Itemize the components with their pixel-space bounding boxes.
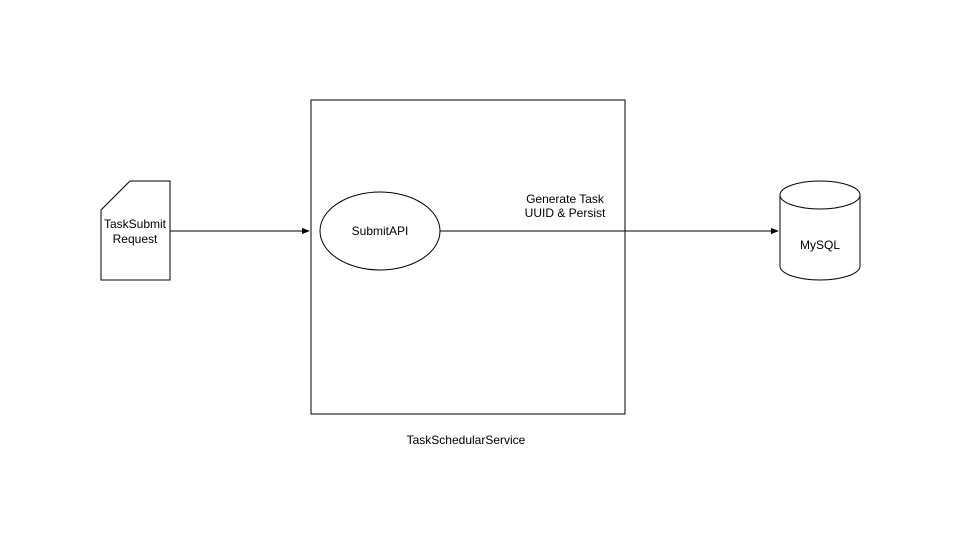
edge-label-line1: Generate Task bbox=[526, 192, 605, 206]
request-card-shape bbox=[100, 180, 171, 281]
mysql-cylinder-body bbox=[779, 195, 861, 281]
mysql-cylinder-top bbox=[779, 180, 861, 210]
mysql-label: MySQL bbox=[800, 238, 840, 252]
request-label-line2: Request bbox=[113, 232, 158, 246]
request-label-line1: TaskSubmit bbox=[104, 217, 167, 231]
edge-label-line2: UUID & Persist bbox=[525, 206, 606, 220]
service-label: TaskSchedularService bbox=[407, 433, 526, 447]
submit-api-label: SubmitAPI bbox=[352, 224, 409, 238]
